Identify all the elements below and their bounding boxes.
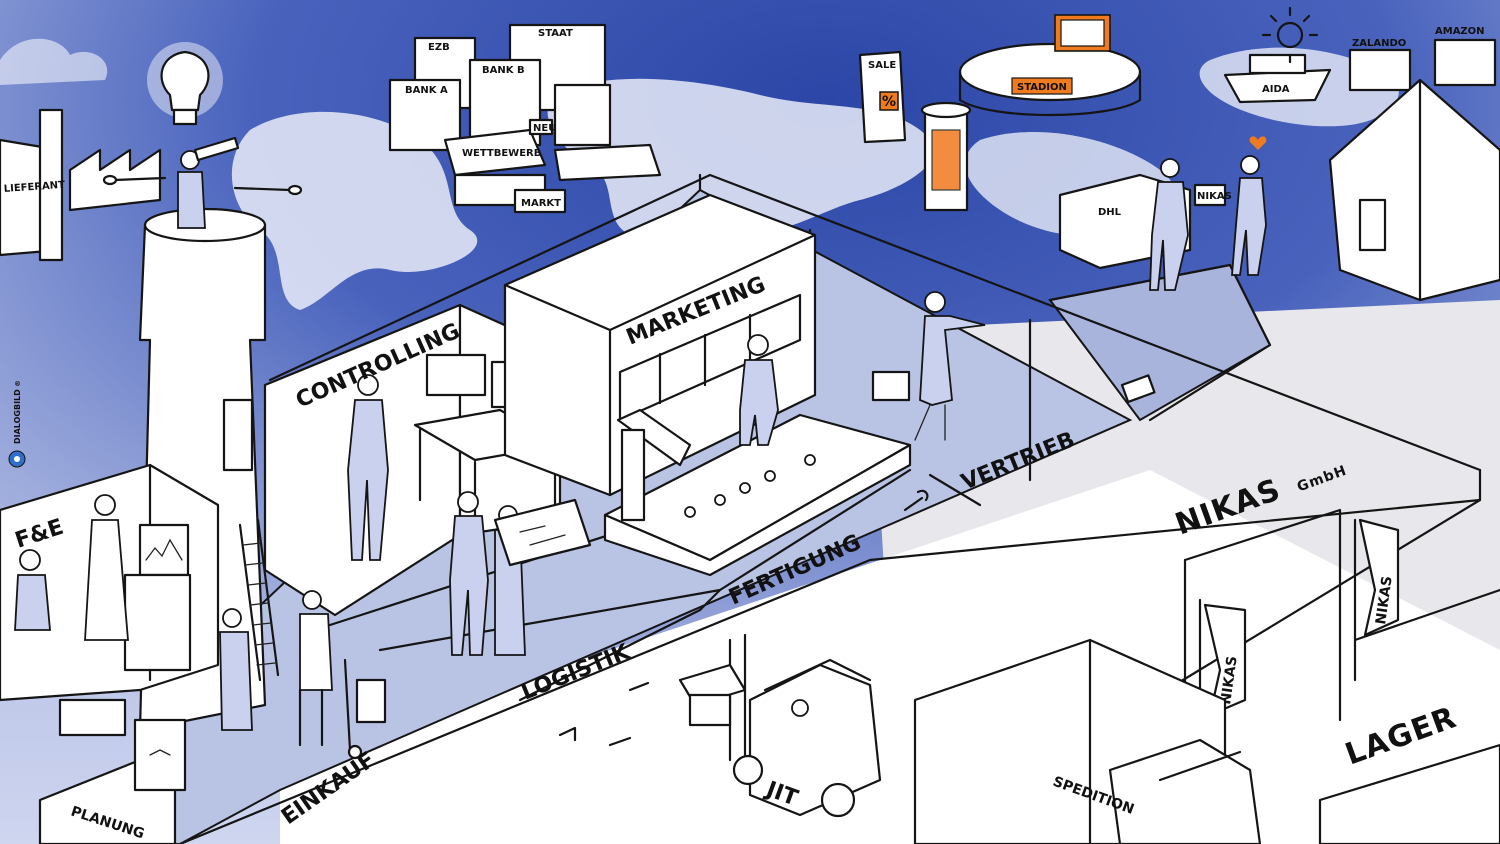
- wettbewerb-label: WETTBEWERB: [462, 148, 541, 159]
- bank-a-label: BANK A: [405, 85, 448, 96]
- heart-icon: [1249, 136, 1267, 150]
- supplier-factory: LIEFERANT: [0, 108, 162, 262]
- markt-label: MARKT: [521, 198, 561, 209]
- online-shop-buildings: ZALANDO AMAZON: [1348, 26, 1497, 92]
- brand-mark: ®: [14, 380, 22, 387]
- brand-name: DIALOGBILD: [13, 389, 22, 444]
- aida-label: AIDA: [1262, 84, 1290, 95]
- amazon-label: AMAZON: [1435, 26, 1485, 37]
- neu-badge: NEU: [533, 123, 556, 134]
- planning-desk: PLANUNG: [38, 698, 187, 844]
- stadion-label: STADION: [1017, 82, 1067, 93]
- truck: SPEDITION: [913, 638, 1262, 844]
- delivery-person: [1149, 158, 1189, 291]
- continent-shape: [231, 111, 478, 311]
- cloud-shape: [0, 38, 108, 85]
- finance-buildings: EZB STAAT BANK A BANK B: [388, 23, 612, 152]
- production-conveyor: [603, 334, 912, 577]
- zalando-label: ZALANDO: [1352, 38, 1406, 49]
- continent-shape: [547, 78, 934, 240]
- flag-right-label: NIKAS: [1373, 575, 1396, 625]
- brand-logo: DIALOGBILD ®: [8, 380, 26, 468]
- parcel-label: NIKAS: [1197, 191, 1232, 202]
- staat-label: STAAT: [538, 28, 573, 39]
- sale-label: SALE: [868, 60, 896, 71]
- light-bulb-icon: [147, 42, 223, 126]
- flag-right: NIKAS: [1353, 518, 1400, 682]
- market-stalls: WETTBEWERB NEU MARKT: [443, 118, 662, 214]
- rd-room: F&E: [0, 463, 220, 702]
- marketing-room: MARKETING: [503, 193, 817, 497]
- ezb-label: EZB: [428, 42, 450, 53]
- forklift: JIT: [678, 633, 882, 818]
- stadium: STADION: [958, 14, 1142, 117]
- customer-person: [1231, 155, 1267, 276]
- wrench-icon: [903, 489, 929, 512]
- sun-icon: [1261, 6, 1319, 64]
- van-label: DHL: [1098, 207, 1122, 218]
- bank-b-label: BANK B: [482, 65, 525, 76]
- sales-person: [871, 291, 986, 441]
- customer-house: [1328, 78, 1500, 302]
- sale-sign: SALE %: [858, 50, 907, 144]
- advertising-column: [920, 101, 972, 212]
- cruise-ship: AIDA: [1223, 53, 1332, 104]
- supplier-label: LIEFERANT: [3, 180, 65, 195]
- percent-label: %: [882, 94, 896, 110]
- flag-left-label: NIKAS: [1218, 655, 1241, 705]
